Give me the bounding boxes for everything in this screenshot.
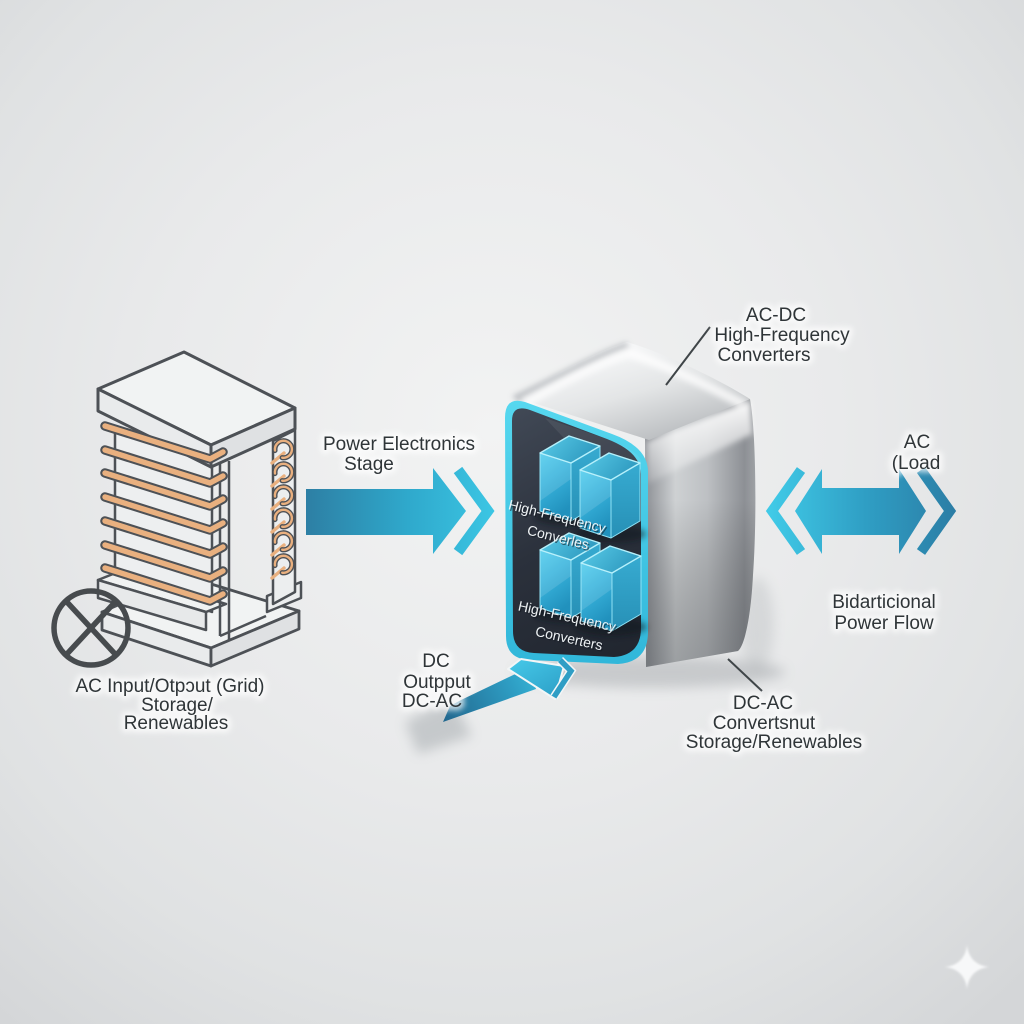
svg-text:DC: DC xyxy=(422,651,449,672)
svg-text:AC-DC: AC-DC xyxy=(746,305,806,326)
svg-text:AC-DC: AC-DC xyxy=(746,305,806,326)
svg-text:Convertsnut: Convertsnut xyxy=(713,713,816,734)
svg-text:Bidarticional: Bidarticional xyxy=(832,592,936,613)
svg-text:DC-AC: DC-AC xyxy=(402,691,462,712)
svg-text:AC: AC xyxy=(904,432,930,453)
svg-text:Outpput: Outpput xyxy=(403,672,471,693)
svg-text:AC Input/Otpɔut (Grid): AC Input/Otpɔut (Grid) xyxy=(75,676,264,697)
svg-text:Renewables: Renewables xyxy=(124,713,229,734)
svg-text:Storage/: Storage/ xyxy=(141,695,214,716)
svg-text:Storage/Renewables: Storage/Renewables xyxy=(686,732,862,753)
svg-text:Power Flow: Power Flow xyxy=(834,613,934,634)
svg-text:AC: AC xyxy=(904,432,930,453)
svg-text:DC-AC: DC-AC xyxy=(733,693,793,714)
svg-text:DC-AC: DC-AC xyxy=(402,691,462,712)
svg-text:(Load: (Load xyxy=(892,453,941,474)
svg-text:High-Frequency: High-Frequency xyxy=(714,325,850,346)
svg-text:Stage: Stage xyxy=(344,454,394,475)
svg-text:AC Input/Otpɔut (Grid): AC Input/Otpɔut (Grid) xyxy=(75,676,264,697)
svg-text:Storage/Renewables: Storage/Renewables xyxy=(686,732,862,753)
svg-text:Converters: Converters xyxy=(718,345,811,366)
svg-text:Power Electronics: Power Electronics xyxy=(323,434,475,455)
svg-text:High-Frequency: High-Frequency xyxy=(714,325,850,346)
svg-text:Outpput: Outpput xyxy=(403,672,471,693)
svg-text:DC-AC: DC-AC xyxy=(733,693,793,714)
svg-text:(Load: (Load xyxy=(892,453,941,474)
svg-text:Power Electronics: Power Electronics xyxy=(323,434,475,455)
svg-text:Storage/: Storage/ xyxy=(141,695,214,716)
svg-text:Stage: Stage xyxy=(344,454,394,475)
svg-text:Power Flow: Power Flow xyxy=(834,613,934,634)
svg-text:Convertsnut: Convertsnut xyxy=(713,713,816,734)
svg-text:DC: DC xyxy=(422,651,449,672)
svg-text:Bidarticional: Bidarticional xyxy=(832,592,936,613)
svg-text:Converters: Converters xyxy=(718,345,811,366)
svg-text:Renewables: Renewables xyxy=(124,713,229,734)
